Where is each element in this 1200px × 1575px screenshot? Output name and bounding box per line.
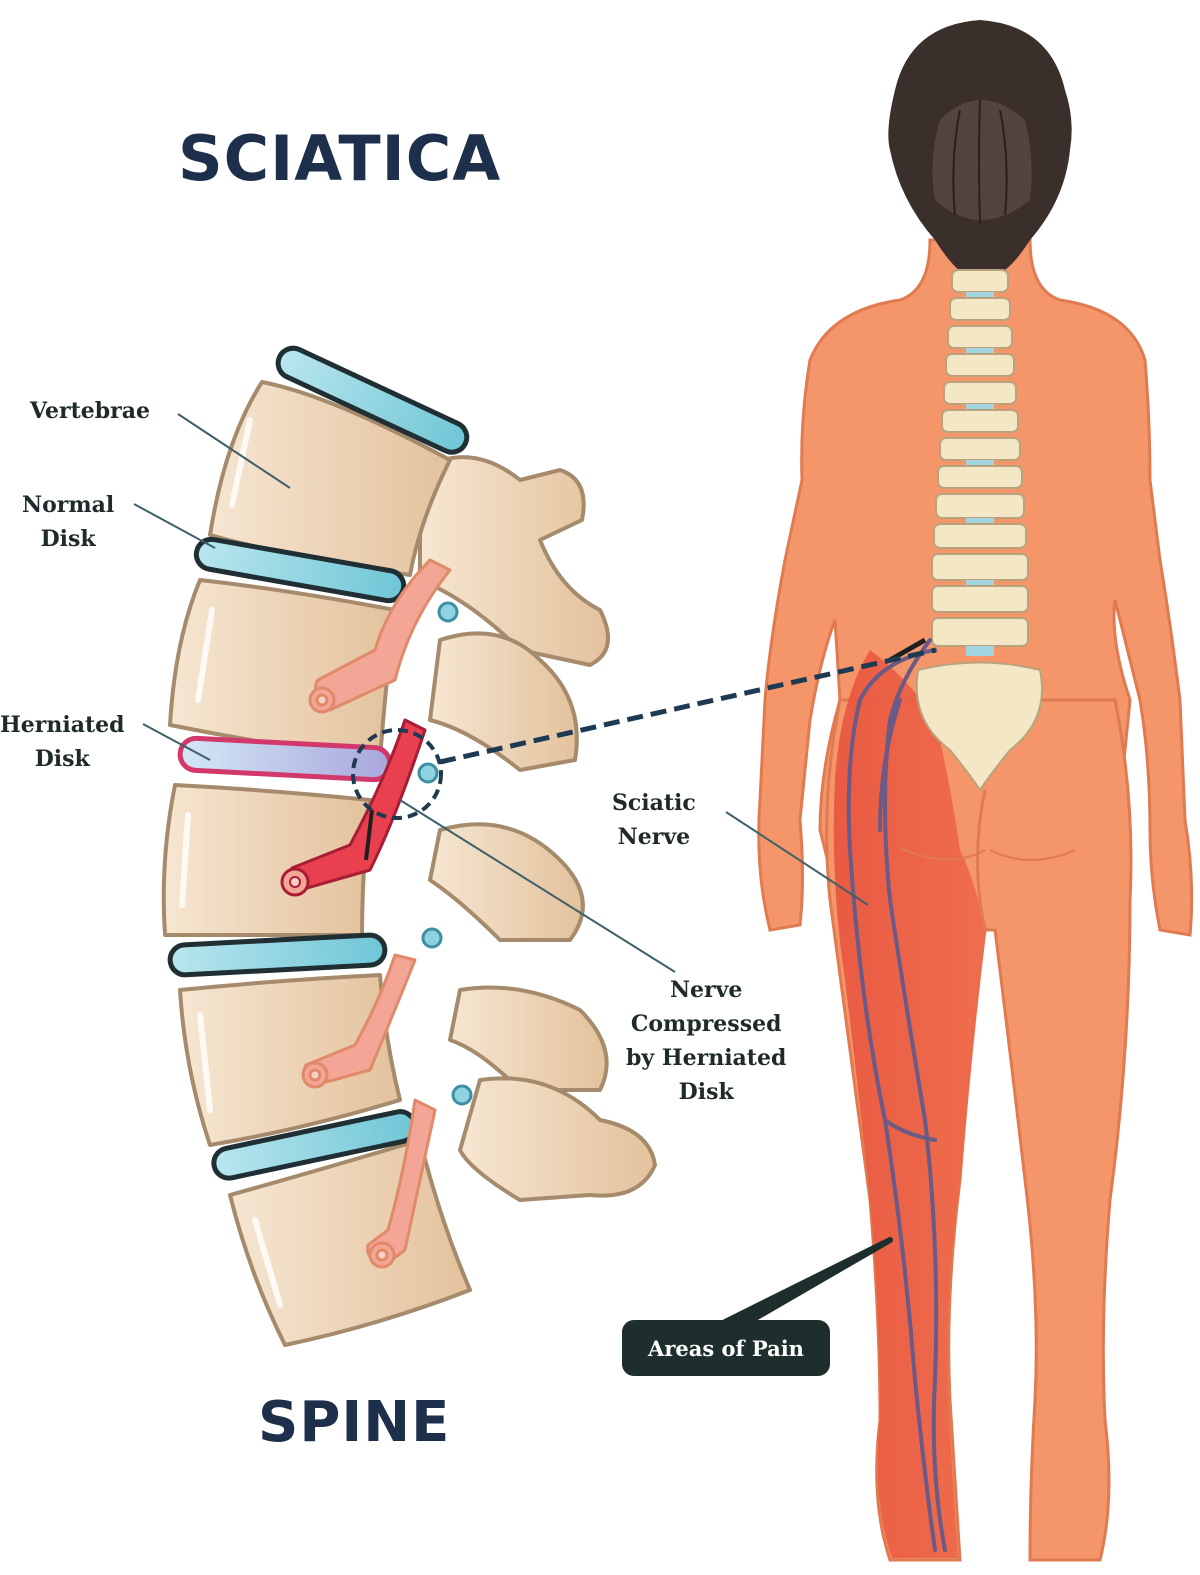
spinal-nerves — [280, 558, 452, 1269]
spinal-cord-openings — [417, 601, 473, 1106]
spine-illustration — [161, 345, 657, 1347]
herniation-highlight-circle — [351, 728, 443, 820]
disks — [167, 345, 470, 1181]
leader-normal-disk — [133, 503, 216, 549]
leader-lines — [133, 413, 869, 973]
zoom-dashed-line — [439, 647, 937, 765]
label-normal-disk: Normal Disk — [22, 492, 115, 552]
leader-nerve-compressed — [399, 799, 676, 973]
label-herniated-disk: Herniated Disk — [0, 712, 125, 772]
disk-top — [275, 345, 470, 455]
vertebra-4 — [178, 973, 402, 1147]
diagram-title: SCIATICA — [178, 122, 502, 195]
label-sciatic-nerve: Sciatic Nerve — [612, 790, 696, 850]
body-illustration — [757, 20, 1194, 1562]
label-vertebrae: Vertebrae — [30, 398, 151, 424]
areas-of-pain-callout: Areas of Pain — [622, 1320, 830, 1376]
sciatic-nerve — [846, 638, 947, 1552]
leader-herniated-disk — [142, 723, 211, 761]
sacrum — [915, 661, 1043, 792]
pain-area — [833, 650, 985, 1558]
pain-callout-pointer — [722, 1237, 893, 1331]
label-nerve-compressed: Nerve Compressed by Herniated Disk — [626, 977, 787, 1105]
vertebral-processes — [418, 455, 657, 1202]
vertebra-1 — [208, 380, 452, 577]
leader-sciatic-nerve — [725, 811, 869, 906]
back-spine — [915, 269, 1043, 792]
disk-lower-1 — [167, 932, 388, 978]
leader-vertebrae — [177, 413, 291, 489]
normal-disk — [193, 536, 407, 604]
spine-caption: SPINE — [258, 1390, 451, 1455]
